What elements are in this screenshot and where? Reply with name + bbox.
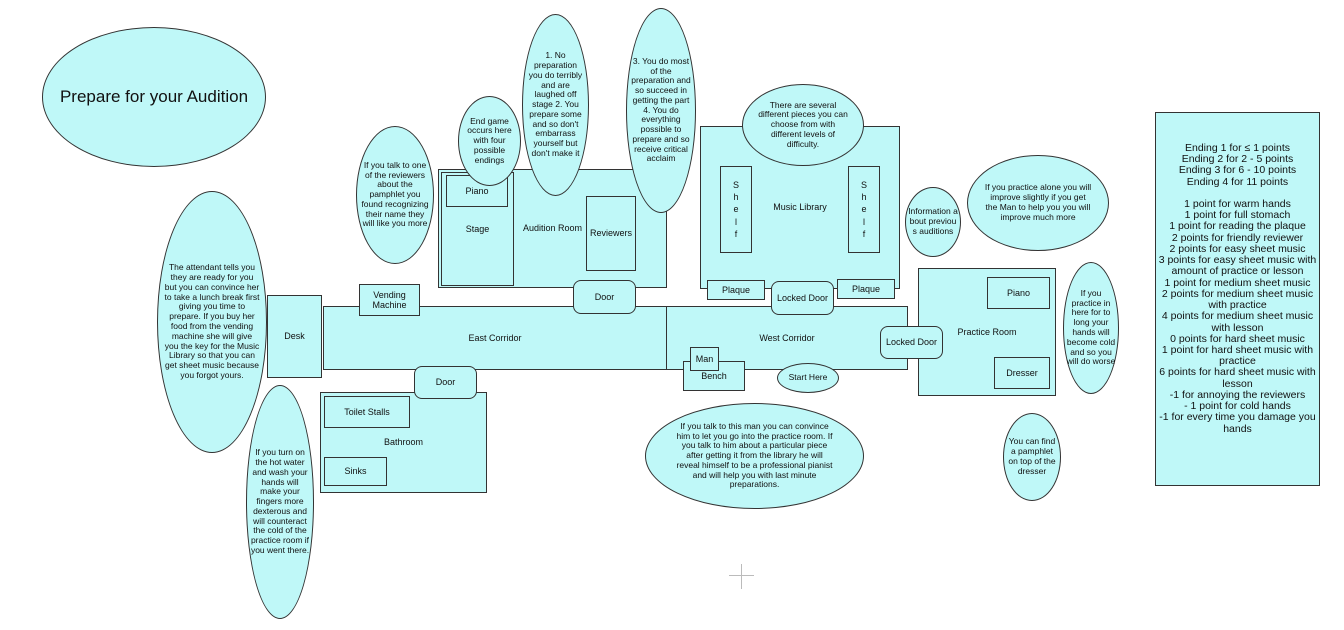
pieces-note: There are several different pieces you c… [742,84,864,166]
info-note: Information about previous auditions [905,187,961,257]
scoring-line: 1 point for reading the plaque [1169,220,1306,233]
scoring-line: 2 points for medium sheet music with pra… [1161,287,1314,312]
reviewers-note-text: If you talk to one of the reviewers abou… [361,159,429,229]
toilet-stalls-label: Toilet Stalls [344,406,390,417]
stage-label: Stage [465,223,490,234]
endings-1-2-text: 1. No preparation you do terribly and ar… [528,50,583,158]
info-note-text: Information about previous auditions [908,206,958,236]
scoring-line: 2 points for friendly reviewer [1171,231,1304,244]
scoring-line: - 1 point for cold hands [1184,400,1291,413]
scoring-line: 4 points for medium sheet music with les… [1161,310,1314,334]
page-title: Prepare for your Audition [59,86,249,106]
bathroom-label: Bathroom [383,437,424,448]
toilet-stalls[interactable]: Toilet Stalls [324,396,410,428]
crosshair-vertical [741,564,742,589]
man-label: Man [695,353,714,364]
pamphlet-note-text: You can find a pamphlet on top of the dr… [1008,436,1056,476]
scoring-line: 1 point for hard sheet music with practi… [1161,343,1314,368]
scoring-box: Ending 1 for ≤ 1 points Ending 2 for 2 -… [1155,112,1320,486]
practice-alone-note: If you practice alone you will improve s… [967,155,1109,251]
east-corridor[interactable]: East Corridor [323,306,667,370]
scoring-line: 6 points for hard sheet music with lesso… [1159,366,1316,390]
audition-room-label: Audition Room [522,223,583,234]
shelf-right[interactable]: S h e l f [848,166,880,253]
reviewers-note: If you talk to one of the reviewers abou… [356,126,434,264]
scoring-line: 0 points for hard sheet music [1170,332,1305,345]
hot-water-note-text: If you turn on the hot water and wash yo… [250,447,310,555]
endgame-note: End game occurs here with four possible … [458,96,521,186]
plaque-left[interactable]: Plaque [707,280,765,300]
plaque-right-label: Plaque [851,283,881,294]
endings-3-4-note: 3. You do most of the preparation and so… [626,8,696,213]
title-oval: Prepare for your Audition [42,27,266,167]
scoring-line: Ending 1 for ≤ 1 points [1185,142,1290,154]
scoring-line: -1 for every time you damage you hands [1159,411,1316,435]
pieces-note-text: There are several different pieces you c… [758,99,848,149]
pamphlet-note: You can find a pamphlet on top of the dr… [1003,413,1061,501]
scoring-line: 1 point for medium sheet music [1164,276,1311,289]
vending-machine-label: Vending Machine [372,289,407,310]
bench-label: Bench [701,370,727,381]
east-corridor-label: East Corridor [468,332,522,343]
shelf-left[interactable]: S h e l f [720,166,752,253]
endings-1-2-note: 1. No preparation you do terribly and ar… [522,14,589,196]
practice-piano[interactable]: Piano [987,277,1050,309]
locked-door-library-label: Locked Door [776,292,829,303]
sinks[interactable]: Sinks [324,457,387,486]
music-library-label: Music Library [773,202,827,213]
door-bathroom[interactable]: Door [414,366,477,399]
man-note-text: If you talk to this man you can convince… [676,420,833,490]
practice-alone-text: If you practice alone you will improve s… [984,182,1092,222]
door-audition-label: Door [594,291,615,302]
scoring-line: 3 points for easy sheet music with amoun… [1158,254,1317,278]
practice-room-label: Practice Room [957,326,1017,337]
practice-long-note: If you practice in here for to long your… [1063,262,1119,394]
plaque-left-label: Plaque [721,284,751,295]
scoring-line: Ending 2 for 2 - 5 points [1181,153,1294,166]
dresser[interactable]: Dresser [994,357,1050,389]
scoring-line: Ending 3 for 6 - 10 points [1178,164,1297,177]
locked-door-practice-label: Locked Door [885,337,938,348]
reviewers-label: Reviewers [589,228,632,239]
practice-long-text: If you practice in here for to long your… [1066,287,1116,367]
desk[interactable]: Desk [267,295,322,378]
scoring-line: Ending 4 for 11 points [1186,175,1289,188]
reviewers-area[interactable]: Reviewers [586,196,636,271]
door-audition[interactable]: Door [573,280,636,314]
shelf-left-label: S h e l f [732,180,739,239]
locked-door-practice[interactable]: Locked Door [880,326,943,359]
start-here-label: Start Here [788,372,828,383]
man-note: If you talk to this man you can convince… [645,403,864,509]
scoring-line: -1 for annoying the reviewers [1169,388,1306,401]
door-bathroom-label: Door [435,377,456,388]
attendant-note: The attendant tells you they are ready f… [157,191,267,453]
endgame-note-text: End game occurs here with four possible … [467,115,512,165]
hot-water-note: If you turn on the hot water and wash yo… [246,385,314,619]
locked-door-library[interactable]: Locked Door [771,281,834,315]
scoring-line: 1 point for warm hands [1184,197,1291,210]
west-corridor-label: West Corridor [759,332,815,343]
plaque-right[interactable]: Plaque [837,279,895,299]
man[interactable]: Man [690,347,719,371]
start-here[interactable]: Start Here [777,363,839,393]
dresser-label: Dresser [1006,367,1038,378]
stage-piano-label: Piano [465,185,489,196]
scoring-line: 2 points for easy sheet music [1169,242,1306,255]
attendant-note-text: The attendant tells you they are ready f… [164,262,260,380]
sinks-label: Sinks [344,466,367,477]
endings-3-4-text: 3. You do most of the preparation and so… [631,55,691,164]
desk-label: Desk [284,331,305,342]
scoring-line: 1 point for full stomach [1184,209,1291,222]
practice-piano-label: Piano [1006,287,1031,298]
vending-machine[interactable]: Vending Machine [359,284,420,316]
shelf-right-label: S h e l f [860,180,867,239]
